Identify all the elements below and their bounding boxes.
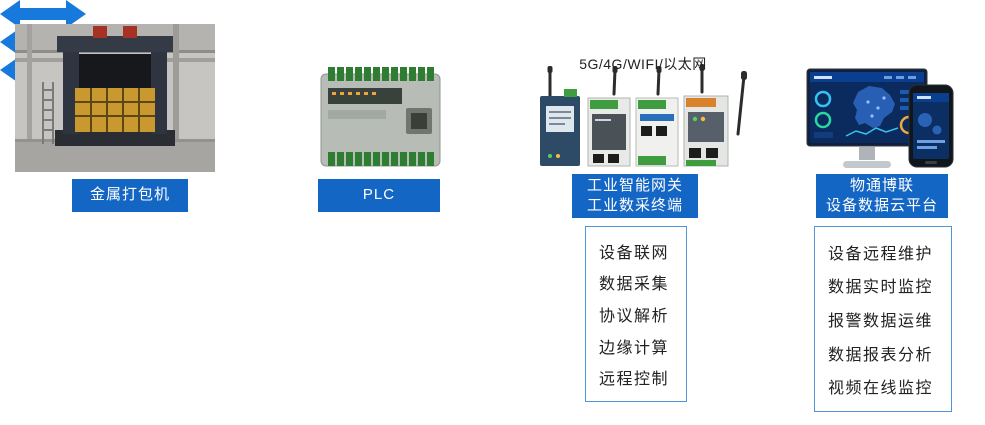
platform-feature-item: 报警数据运维 (828, 312, 934, 330)
gateway-label-line2: 工业数采终端 (586, 197, 683, 214)
connectivity-label: 5G/4G/WIFI/以太网 (579, 56, 707, 72)
arrow-baler-plc (0, 0, 86, 28)
platform-feature-item: 数据实时监控 (828, 279, 934, 297)
node-label-gateway: 工业智能网关 工业数采终端 (572, 174, 698, 218)
gateway-devices-image (540, 64, 747, 167)
node-label-baler: 金属打包机 (72, 179, 188, 212)
baler-label-text: 金属打包机 (89, 186, 170, 204)
node-label-plc: PLC (318, 179, 440, 212)
node-label-platform: 物通博联 设备数据云平台 (816, 174, 948, 218)
plc-label-text: PLC (362, 186, 396, 204)
platform-feature-item: 设备远程维护 (828, 245, 934, 263)
gateway-feature-item: 协议解析 (599, 307, 670, 325)
platform-label-line1: 物通博联 (849, 176, 914, 194)
gateway-feature-item: 数据采集 (599, 276, 670, 294)
platform-feature-list: 设备远程维护 数据实时监控 报警数据运维 数据报表分析 视频在线监控 (814, 226, 952, 412)
mobile-app-image (908, 84, 954, 168)
plc-image (320, 67, 441, 167)
cloud-platform-monitor-image (806, 68, 928, 168)
gateway-feature-list: 设备联网 数据采集 协议解析 边缘计算 远程控制 (585, 226, 687, 402)
metal-baler-photo (15, 24, 215, 172)
platform-label-line2: 设备数据云平台 (825, 197, 938, 214)
gateway-label-line1: 工业智能网关 (586, 176, 683, 194)
platform-feature-item: 数据报表分析 (828, 346, 934, 364)
gateway-feature-item: 远程控制 (599, 371, 670, 389)
gateway-feature-item: 设备联网 (599, 244, 670, 262)
platform-feature-item: 视频在线监控 (828, 380, 934, 398)
gateway-feature-item: 边缘计算 (599, 339, 670, 357)
